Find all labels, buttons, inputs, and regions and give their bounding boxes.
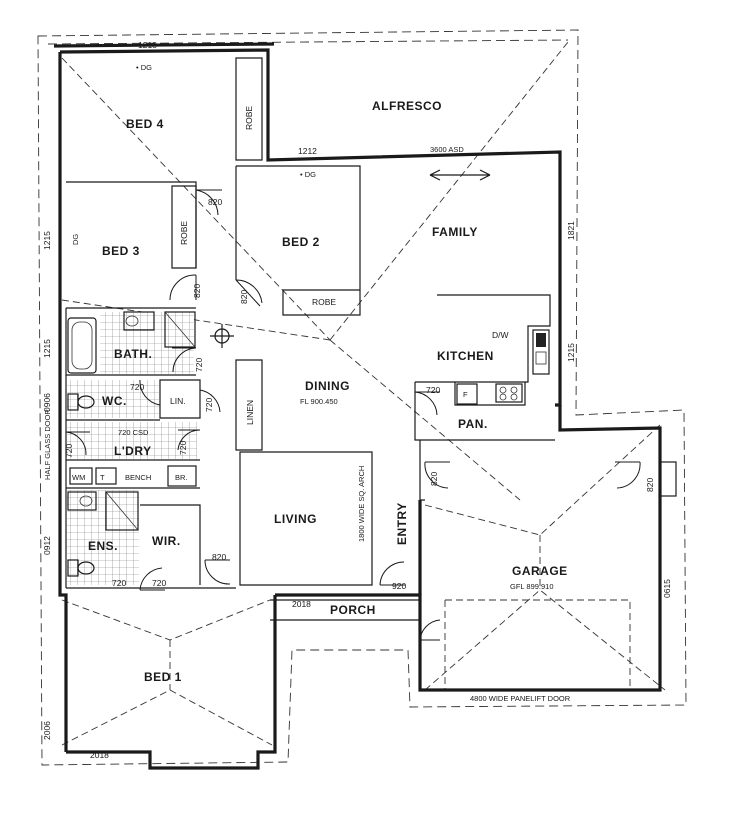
dim-right-0615: 0615 [662, 579, 672, 598]
dim-left-0912: 0912 [42, 536, 52, 555]
dimension-labels: 1218 1212 1215 1215 0906 0912 2006 2018 … [42, 40, 672, 760]
laundry-bench [69, 465, 197, 487]
dim-left-1215-a: 1215 [42, 231, 52, 250]
dim-top-1218: 1218 [138, 40, 157, 50]
cooktop [495, 383, 523, 403]
roof-outline [37, 29, 687, 766]
dim-left-0906: 0906 [42, 393, 52, 412]
washing-machine-label: WM [72, 473, 85, 482]
door-720-bath: 720 [194, 358, 204, 372]
garage-floor-level: GFL 899.910 [510, 582, 554, 591]
room-label-living: LIVING [274, 512, 317, 526]
room-label-linen: LINEN [245, 400, 255, 425]
door-820-wir: 820 [212, 552, 226, 562]
room-label-bath: BATH. [114, 347, 152, 361]
tiled-areas [67, 312, 197, 585]
door-720-pantry: 720 [426, 385, 440, 395]
room-label-lin: LIN. [170, 396, 186, 406]
sliding-door-note: 3600 ASD [430, 145, 464, 154]
door-720-ldry-side: 720 [178, 441, 188, 455]
dim-porch-2018: 2018 [292, 599, 311, 609]
dim-mid-1212: 1212 [298, 146, 317, 156]
ensuite-basin [67, 491, 97, 511]
room-label-dining: DINING [305, 379, 350, 393]
dim-right-1821: 1821 [566, 221, 576, 240]
robe-label-bed4: ROBE [244, 106, 254, 130]
half-glass-door-note: HALF GLASS DOOR [43, 409, 52, 480]
room-label-garage: GARAGE [512, 564, 568, 578]
bench-label: BENCH [125, 473, 151, 482]
room-label-ens: ENS. [88, 539, 118, 553]
vanity-basin [123, 311, 155, 331]
fridge-label: F [463, 390, 468, 399]
room-label-laundry: L'DRY [114, 444, 152, 458]
shower-bath [164, 311, 196, 348]
bathtub [67, 317, 97, 374]
room-label-pantry: PAN. [458, 417, 488, 431]
room-label-kitchen: KITCHEN [437, 349, 494, 363]
room-label-bed2: BED 2 [282, 235, 320, 249]
dining-floor-level: FL 900.450 [300, 397, 338, 406]
robe-label-bed2: ROBE [312, 297, 336, 307]
dim-right-1215: 1215 [566, 343, 576, 362]
room-label-entry: ENTRY [395, 502, 409, 545]
room-label-family: FAMILY [432, 225, 478, 239]
robe-label-bed3: ROBE [179, 221, 189, 245]
dim-bottom-2018: 2018 [90, 750, 109, 760]
door-920-entry: 920 [392, 581, 406, 591]
laundry-door-note: 720 CSD [118, 428, 149, 437]
door-820-bed2: 820 [239, 290, 249, 304]
room-label-wir: WIR. [152, 534, 181, 548]
room-label-bed1: BED 1 [144, 670, 182, 684]
door-720-ens: 720 [112, 578, 126, 588]
room-label-bed3: BED 3 [102, 244, 140, 258]
door-swings [65, 189, 641, 641]
dg-note-bed4: • DG [136, 63, 152, 72]
dg-note-bed2: • DG [300, 170, 316, 179]
kitchen-sink [532, 329, 550, 375]
shower-ensuite [105, 491, 139, 531]
door-820-bed4: 820 [208, 197, 222, 207]
arch-note: 1800 WIDE SQ. ARCH [357, 466, 366, 542]
sliding-door-arrows [429, 169, 491, 181]
datum-crosshair [210, 324, 234, 348]
dishwasher-label: D/W [492, 330, 509, 340]
dim-left-2006: 2006 [42, 721, 52, 740]
broom-label: BR. [175, 473, 188, 482]
room-label-alfresco: ALFRESCO [372, 99, 442, 113]
trough-label: T [100, 473, 105, 482]
dg-note-bed3: DG [71, 234, 80, 245]
toilet-ensuite [67, 559, 95, 577]
room-label-wc: WC. [102, 394, 127, 408]
room-label-bed4: BED 4 [126, 117, 164, 131]
door-820-garage: 820 [645, 478, 655, 492]
room-label-porch: PORCH [330, 603, 376, 617]
garage-pier [659, 461, 677, 497]
door-720-wc: 720 [130, 382, 144, 392]
fridge-space [456, 383, 478, 405]
toilet-wc [67, 393, 95, 411]
internal-walls [65, 57, 555, 621]
door-720-lin: 720 [204, 398, 214, 412]
door-820-entry: 820 [429, 472, 439, 486]
door-720-wir: 720 [152, 578, 166, 588]
external-walls [53, 42, 662, 770]
door-720-laundry: 720 [64, 444, 74, 458]
roof-hip-lines [61, 41, 666, 746]
door-820-bed3: 820 [192, 284, 202, 298]
panelift-door-note: 4800 WIDE PANELIFT DOOR [470, 694, 571, 703]
dim-left-1215-b: 1215 [42, 339, 52, 358]
